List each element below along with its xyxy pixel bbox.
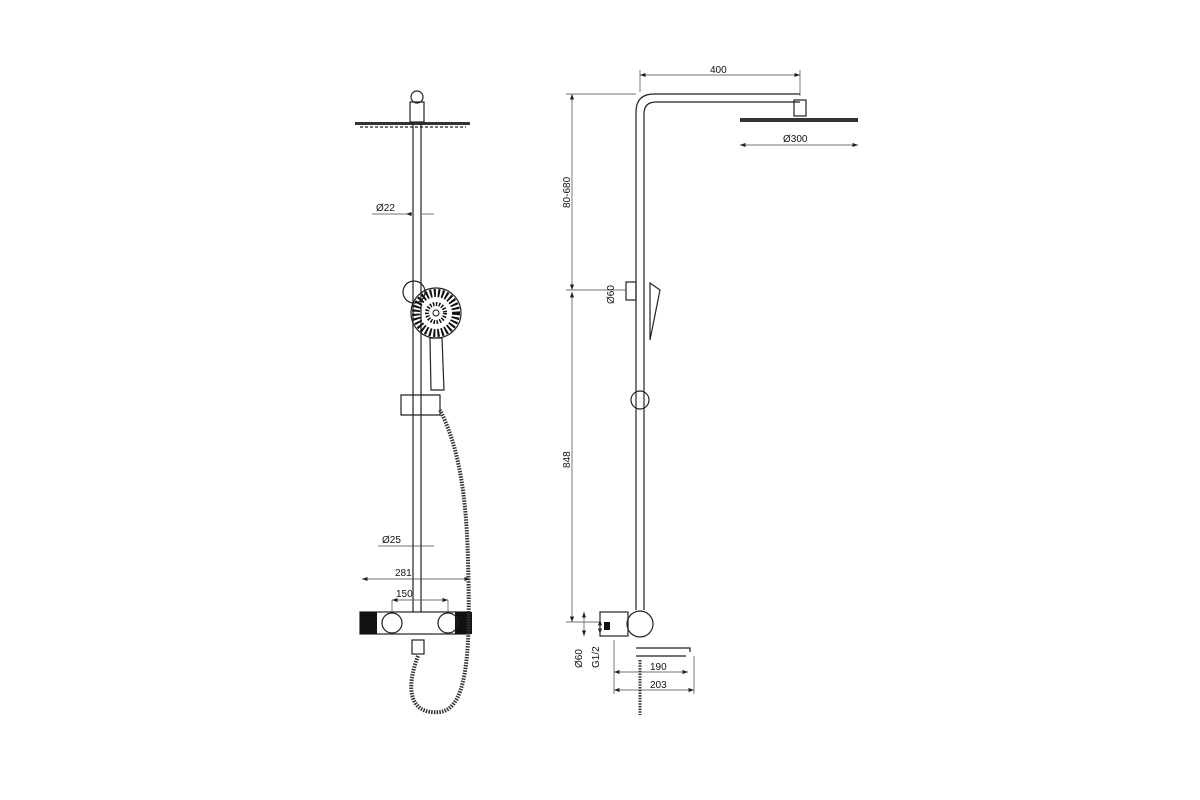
- dim-arm-length: 400: [710, 65, 727, 76]
- dim-bar-lower-diameter: Ø25: [382, 535, 401, 546]
- hand-shower: [400, 280, 462, 416]
- rain-shower-head: [355, 90, 470, 128]
- dim-head-diameter: Ø300: [783, 134, 808, 145]
- dim-escutcheon-diameter: Ø60: [574, 649, 585, 668]
- dim-height-adjust: 80-680: [562, 176, 573, 208]
- front-view: Ø22 Ø25 281 150: [355, 90, 472, 715]
- side-hand-shower: [625, 281, 661, 410]
- dim-spout-length: 190: [650, 662, 667, 673]
- dim-mixer-width: 281: [395, 568, 412, 579]
- side-view: 400 Ø300 80-680 Ø60 848 Ø60 G1/2 190 203: [562, 65, 858, 715]
- dim-spout-total: 203: [650, 680, 667, 691]
- dim-bar-height: 848: [562, 451, 573, 468]
- thermostatic-mixer: [359, 611, 472, 655]
- shower-riser-bar: [412, 122, 422, 612]
- dim-bar-upper-diameter: Ø22: [376, 203, 395, 214]
- side-mixer: [599, 610, 691, 715]
- dim-thread: G1/2: [591, 646, 602, 668]
- dim-holder-diameter: Ø60: [606, 285, 617, 304]
- shower-arm: [635, 93, 800, 610]
- shower-hose: [409, 409, 471, 715]
- dim-inlet-spacing: 150: [396, 589, 413, 600]
